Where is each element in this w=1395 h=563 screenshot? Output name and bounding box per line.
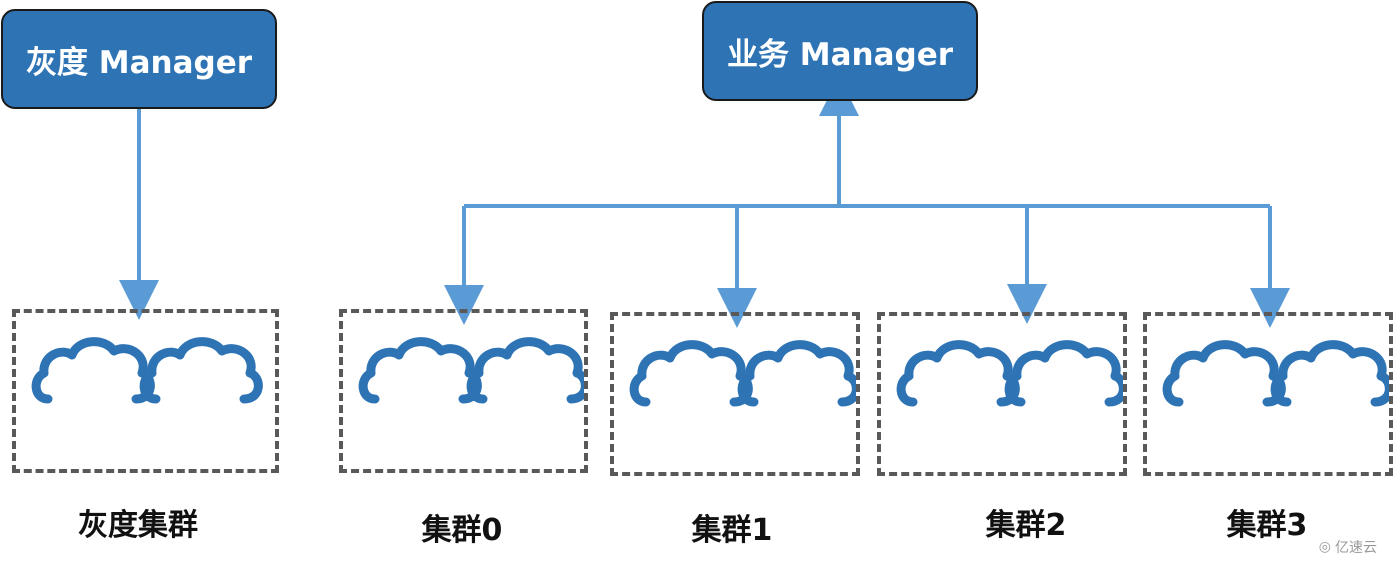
cloud-server-icon [1270,340,1389,407]
watermark-text: 亿速云 [1335,540,1377,556]
cluster-label-1: 集群1 [691,513,773,548]
cloud-server-icon [466,337,584,404]
gray-manager-label: 灰度 Manager [25,44,253,81]
cluster-icons [358,337,584,404]
cloud-server-icon [358,337,482,404]
cluster-box-0 [339,309,588,473]
cluster-icons [896,340,1123,407]
cluster-label-3: 集群3 [1226,508,1308,543]
watermark-logo-icon: ◎ [1318,539,1331,555]
cluster-icons [629,340,856,407]
cloud-server-icon [139,337,263,404]
cloud-server-icon [629,340,753,407]
cloud-server-icon [1004,340,1123,407]
cloud-server-icon [31,337,155,404]
business-manager-box: 业务 Manager [702,1,978,101]
cluster-icons [31,337,263,404]
cluster-label-2: 集群2 [985,508,1067,543]
cloud-server-icon [1162,340,1286,407]
watermark: ◎ 亿速云 [1319,537,1377,557]
cluster-box-gray [12,309,279,473]
cluster-box-2 [877,312,1127,476]
cluster-icons [1162,340,1389,407]
cloud-server-icon [896,340,1020,407]
cluster-label-gray: 灰度集群 [78,508,198,543]
cluster-box-1 [610,312,860,476]
gray-manager-box: 灰度 Manager [1,9,277,109]
business-manager-label: 业务 Manager [726,36,954,73]
cloud-server-icon [737,340,856,407]
cluster-box-3 [1143,312,1393,476]
cluster-label-0: 集群0 [421,513,503,548]
